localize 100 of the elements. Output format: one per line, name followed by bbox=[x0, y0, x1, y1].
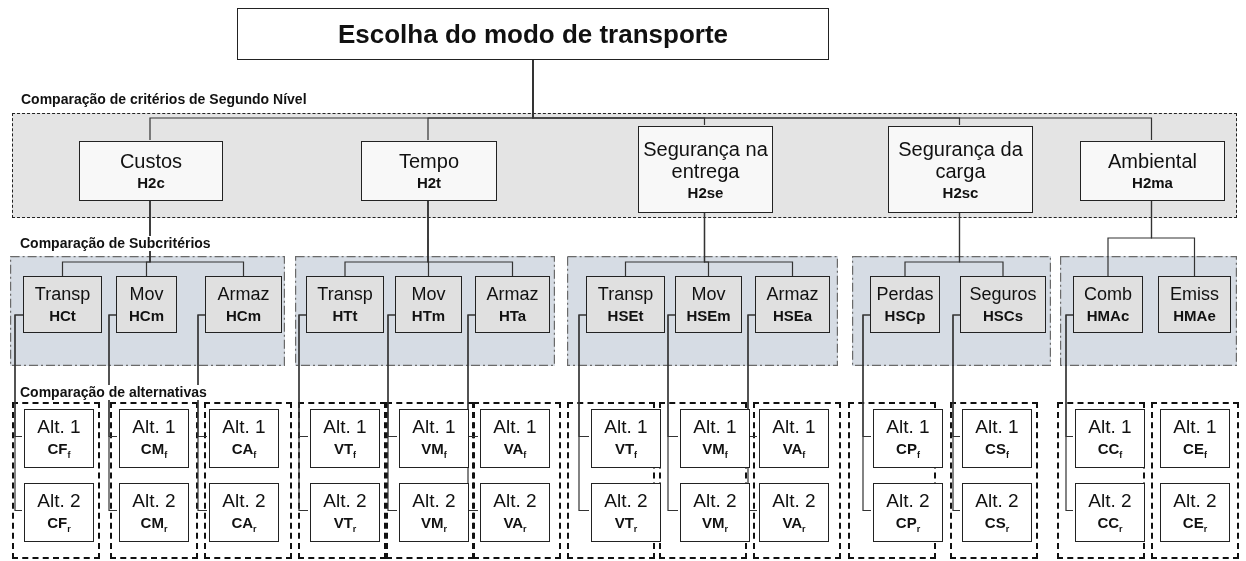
subcriterion-code: HMAe bbox=[1173, 307, 1216, 325]
criterion-box bbox=[361, 141, 497, 201]
alternative-code: VA$_{f}$ bbox=[782, 440, 806, 461]
alternative-code: VT$_{f}$ bbox=[614, 440, 638, 461]
alternative-code: VA$_{r}$ bbox=[503, 514, 527, 535]
alternative-box bbox=[873, 409, 943, 468]
subcriterion-name: Perdas bbox=[876, 284, 934, 305]
subcriterion-box bbox=[205, 276, 282, 333]
alternative-name: Alt. 2 bbox=[772, 490, 816, 512]
alternative-box bbox=[873, 483, 943, 542]
connector-line bbox=[298, 314, 309, 512]
title-box bbox=[237, 8, 829, 60]
subcriteria-band bbox=[1060, 256, 1237, 366]
connector-line bbox=[862, 314, 872, 512]
alternative-code: VM$_{r}$ bbox=[421, 514, 447, 535]
criterion-name: Tempo bbox=[399, 150, 459, 173]
alternative-box bbox=[119, 483, 189, 542]
section-heading: Comparação de alternativas bbox=[20, 385, 207, 401]
alternative-code: CF$_{r}$ bbox=[47, 514, 71, 535]
subcriterion-box bbox=[870, 276, 940, 333]
subcriterion-name: Mov bbox=[129, 284, 164, 305]
connector-line bbox=[703, 211, 794, 277]
subcriterion-name: Comb bbox=[1084, 284, 1132, 305]
subcriterion-box bbox=[1158, 276, 1231, 333]
alternative-code: VM$_{f}$ bbox=[421, 440, 447, 461]
subcriterion-code: HTa bbox=[498, 307, 527, 325]
alternative-name: Alt. 2 bbox=[975, 490, 1019, 512]
alternative-name: Alt. 2 bbox=[222, 490, 266, 512]
alternatives-group bbox=[298, 402, 386, 559]
subcriteria-band bbox=[295, 256, 555, 366]
alternatives-group bbox=[110, 402, 198, 559]
alternative-name: Alt. 2 bbox=[886, 490, 930, 512]
section-heading: Comparação de critérios de Segundo Nível bbox=[21, 92, 307, 108]
alternatives-group bbox=[753, 402, 841, 559]
connector-line bbox=[149, 199, 245, 277]
alternative-box bbox=[480, 483, 550, 542]
subcriterion-code: HTm bbox=[411, 307, 446, 325]
alternative-box bbox=[1160, 409, 1230, 468]
alternatives-group bbox=[204, 402, 292, 559]
alternative-box bbox=[1160, 483, 1230, 542]
connector-line bbox=[14, 314, 24, 512]
alternative-code: VT$_{r}$ bbox=[333, 514, 357, 535]
alternative-box bbox=[209, 409, 279, 468]
alternatives-group bbox=[386, 402, 474, 559]
alternative-code: VT$_{f}$ bbox=[333, 440, 357, 461]
alternative-name: Alt. 1 bbox=[323, 416, 367, 438]
alternative-box bbox=[209, 483, 279, 542]
subcriterion-box bbox=[475, 276, 550, 333]
criterion-code: H2se bbox=[687, 184, 724, 202]
subcriterion-box bbox=[960, 276, 1046, 333]
alternative-box bbox=[759, 483, 829, 542]
alternative-name: Alt. 1 bbox=[604, 416, 648, 438]
subcriterion-name: Mov bbox=[691, 284, 726, 305]
alternative-box bbox=[119, 409, 189, 468]
subcriterion-name: Transp bbox=[597, 284, 654, 305]
alternative-box bbox=[399, 483, 469, 542]
alternative-name: Alt. 2 bbox=[493, 490, 537, 512]
criterion-box bbox=[79, 141, 223, 201]
alternative-name: Alt. 1 bbox=[222, 416, 266, 438]
alternative-code: VA$_{r}$ bbox=[782, 514, 806, 535]
alternatives-group bbox=[12, 402, 100, 559]
alternative-box bbox=[24, 409, 94, 468]
subcriterion-name: Armaz bbox=[217, 284, 270, 305]
criterion-box bbox=[638, 126, 773, 213]
alternative-name: Alt. 2 bbox=[37, 490, 81, 512]
connector-line bbox=[958, 211, 1004, 277]
alternative-code: CE$_{f}$ bbox=[1183, 440, 1207, 461]
criterion-name: Segurança na entrega bbox=[642, 137, 769, 182]
subcriterion-box bbox=[675, 276, 742, 333]
subcriterion-code: HCm bbox=[226, 307, 261, 325]
alternative-code: VT$_{r}$ bbox=[614, 514, 638, 535]
connector-line bbox=[952, 314, 961, 512]
alternative-box bbox=[1075, 483, 1145, 542]
alternative-name: Alt. 2 bbox=[604, 490, 648, 512]
alternative-code: CM$_{r}$ bbox=[140, 514, 168, 535]
subcriterion-code: HSEt bbox=[607, 307, 644, 325]
alternative-box bbox=[591, 409, 661, 468]
alternative-box bbox=[962, 483, 1032, 542]
alternative-name: Alt. 1 bbox=[1173, 416, 1217, 438]
alternatives-group bbox=[950, 402, 1038, 559]
subcriterion-code: HSCs bbox=[983, 307, 1023, 325]
connector-line bbox=[197, 314, 208, 512]
connector-line bbox=[387, 314, 398, 512]
subcriterion-box bbox=[586, 276, 665, 333]
alternative-box bbox=[24, 483, 94, 542]
alternative-name: Alt. 2 bbox=[323, 490, 367, 512]
subcriterion-box bbox=[23, 276, 102, 333]
alternative-box bbox=[310, 483, 380, 542]
alternative-name: Alt. 1 bbox=[693, 416, 737, 438]
criterion-code: H2t bbox=[416, 175, 442, 192]
subcriterion-name: Transp bbox=[34, 284, 91, 305]
alternative-code: CF$_{f}$ bbox=[47, 440, 71, 461]
connector-line bbox=[578, 314, 590, 512]
alternative-code: CE$_{r}$ bbox=[1182, 514, 1208, 535]
subcriterion-box bbox=[755, 276, 830, 333]
alternative-name: Alt. 2 bbox=[1088, 490, 1132, 512]
alternative-box bbox=[1075, 409, 1145, 468]
subcriterion-code: HSEm bbox=[686, 307, 731, 325]
alternative-name: Alt. 1 bbox=[772, 416, 816, 438]
connector-line bbox=[427, 199, 514, 277]
